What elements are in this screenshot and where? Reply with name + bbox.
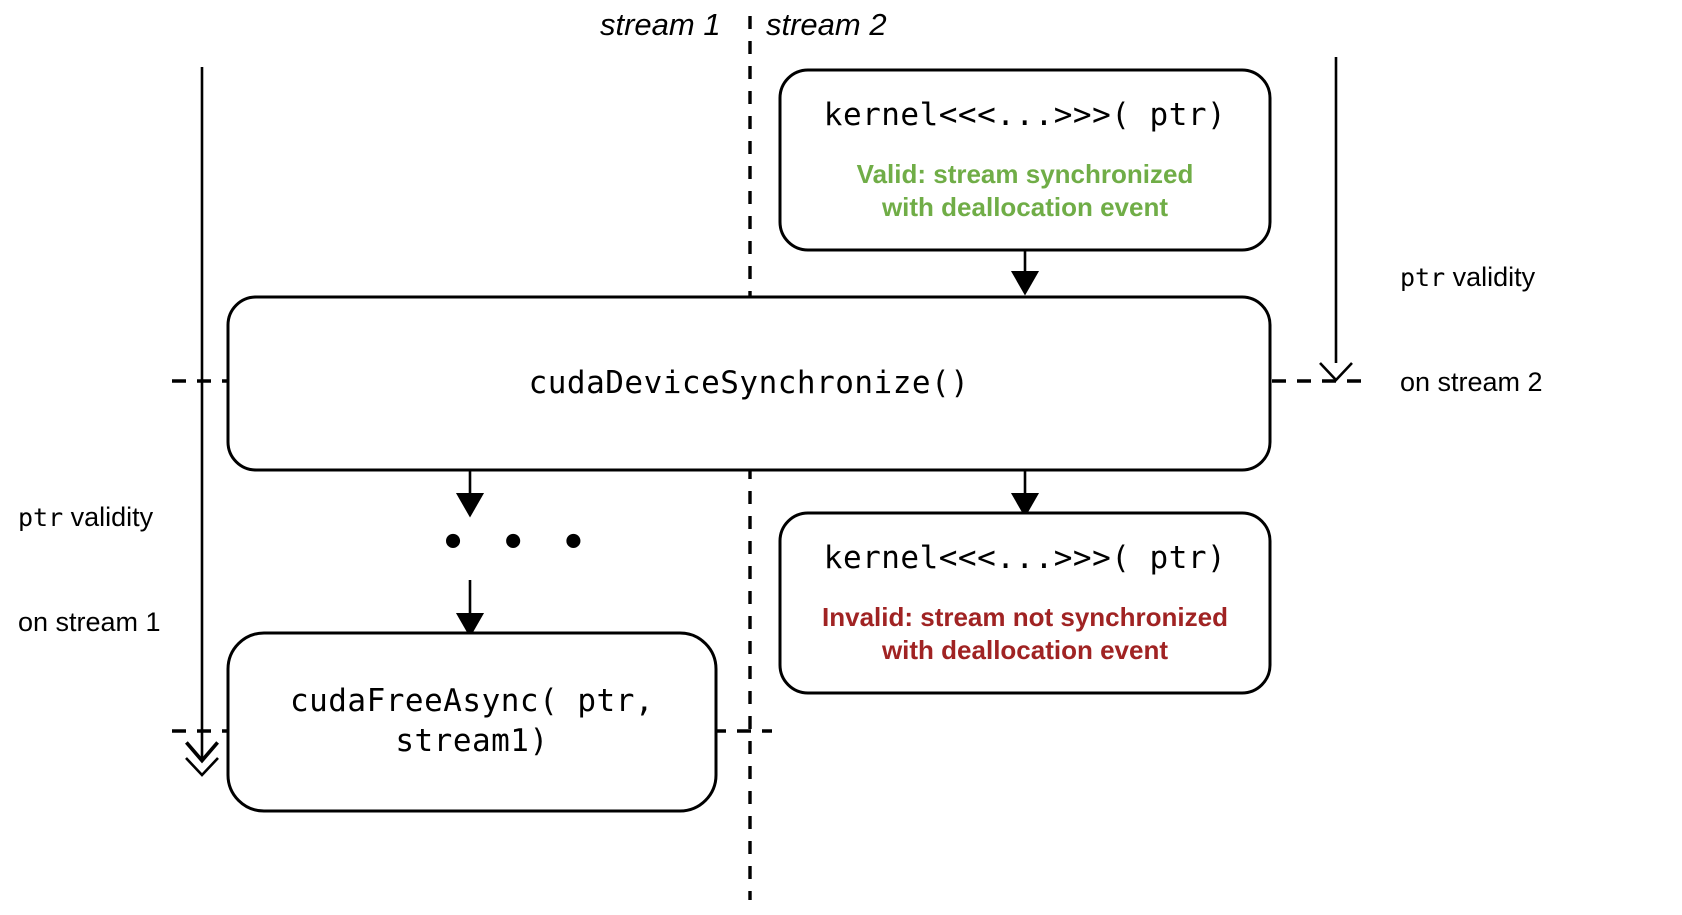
kernel-invalid-code: kernel<<<...>>>( ptr) <box>823 539 1227 576</box>
ptr-validity-stream1-line1: ptr validity <box>18 500 161 535</box>
box-kernel-valid-content[interactable]: kernel<<<...>>>( ptr) Valid: stream sync… <box>780 70 1270 250</box>
kernel-valid-note: Valid: stream synchronized with dealloca… <box>857 158 1194 225</box>
box-free-async <box>226 631 718 813</box>
box-device-synchronize <box>226 295 1272 472</box>
kernel-valid-note-line2: with deallocation event <box>881 191 1169 222</box>
stream1-header: stream 1 <box>600 7 721 42</box>
box-free-async-content[interactable]: cudaFreeAsync( ptr, stream1) <box>228 633 716 811</box>
validity-token-left: validity <box>63 502 154 533</box>
ptr-validity-stream2-line1: ptr validity <box>1400 260 1543 295</box>
ptr-validity-stream1-label: ptr validity on stream 1 <box>18 430 161 711</box>
stream2-header: stream 2 <box>766 7 887 42</box>
ptr-validity-stream2-label: ptr validity on stream 2 <box>1400 190 1543 471</box>
kernel-invalid-note-line1: Invalid: stream not synchronized <box>822 601 1228 632</box>
free-async-code-line2: stream1) <box>395 723 549 759</box>
kernel-valid-note-line1: Valid: stream synchronized <box>856 158 1194 189</box>
ptr-validity-stream2-line2: on stream 2 <box>1400 367 1543 398</box>
free-async-code: cudaFreeAsync( ptr, stream1) <box>290 682 654 761</box>
box-kernel-invalid-content[interactable]: kernel<<<...>>>( ptr) Invalid: stream no… <box>780 513 1270 693</box>
box-kernel-invalid <box>778 511 1272 695</box>
ptr-token-left: ptr <box>18 503 64 533</box>
box-device-synchronize-content[interactable]: cudaDeviceSynchronize() <box>228 297 1270 470</box>
ptr-validity-stream1-line2: on stream 1 <box>18 607 161 638</box>
kernel-valid-code: kernel<<<...>>>( ptr) <box>823 96 1227 133</box>
device-synchronize-code: cudaDeviceSynchronize() <box>528 364 970 401</box>
stream1-ellipsis: • • • <box>441 520 592 566</box>
ptr-token-right: ptr <box>1400 263 1446 293</box>
free-async-code-line1: cudaFreeAsync( ptr, <box>289 683 655 720</box>
validity-token-right: validity <box>1445 262 1536 293</box>
kernel-invalid-note: Invalid: stream not synchronized with de… <box>822 601 1228 668</box>
kernel-invalid-note-line2: with deallocation event <box>881 634 1169 665</box>
